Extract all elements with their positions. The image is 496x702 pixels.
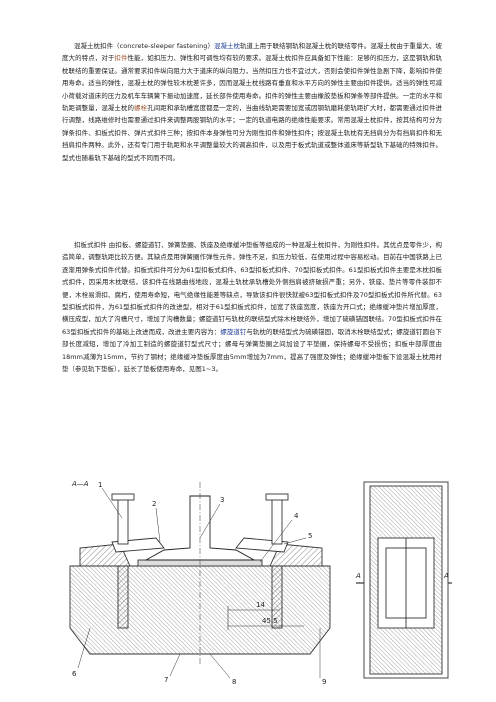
part-number-9: 9 bbox=[322, 678, 326, 686]
section-label: A—A bbox=[71, 480, 89, 488]
dimension-14: 14 bbox=[256, 601, 265, 609]
paragraph-fastening-overview: 混凝土枕扣件（concrete-sleeper fastening）混凝土枕轨道… bbox=[62, 40, 442, 164]
part-number-3: 3 bbox=[220, 496, 224, 504]
text-segment: 扣板式扣件 由扣板、螺旋道钉、弹簧垫圈、铁座及绝缘缓冲垫板等组成的一种混凝土枕扣… bbox=[62, 241, 442, 336]
text-segment: 孔间距和承轨槽宽度都是一定的，当曲线轨距需要加宽或因钢轨磨耗使轨距扩大时，都需要… bbox=[62, 104, 442, 162]
part-number-6: 6 bbox=[72, 670, 77, 678]
link-bolt[interactable]: 螺栓 bbox=[134, 104, 148, 113]
part-number-2: 2 bbox=[152, 500, 156, 508]
part-number-8: 8 bbox=[232, 678, 236, 686]
link-fastening[interactable]: 扣件 bbox=[114, 54, 128, 63]
text-segment: 与轨枕的联结型式为硫磺锚固，取消木栓联结型式；螺旋道钉圆台下部长度减短，增加了冷… bbox=[62, 327, 442, 374]
fastening-drawing: A—A bbox=[60, 478, 452, 686]
text-segment: 性能，如扣压力、弹性和可调性均有较的要求。混凝土枕扣件应具备如下性能：足够的扣压… bbox=[62, 54, 442, 113]
section-marker-a-left: A bbox=[355, 572, 361, 580]
part-number-1: 1 bbox=[98, 481, 102, 489]
part-number-5: 5 bbox=[308, 532, 312, 540]
term-lead: 混凝土枕扣件（concrete-sleeper fastening） bbox=[74, 42, 214, 50]
link-concrete-sleeper[interactable]: 混凝土枕 bbox=[213, 42, 241, 50]
dimension-lines bbox=[227, 606, 304, 630]
text-segment: 轨道上用于联结钢轨和混凝土枕的联结零件。混凝土枕由于重量大、坡度大的特点，对于 bbox=[62, 42, 442, 63]
link-screw-spike[interactable]: 螺旋道钉 bbox=[220, 327, 247, 336]
plan-view bbox=[356, 481, 452, 679]
dimension-45-5: 45.5 bbox=[262, 617, 278, 625]
paragraph-clip-plate-fastening: 扣板式扣件 由扣板、螺旋道钉、弹簧垫圈、铁座及绝缘缓冲垫板等组成的一种混凝土枕扣… bbox=[62, 239, 442, 375]
section-marker-a-right: A bbox=[443, 572, 449, 580]
cross-section-view bbox=[69, 482, 331, 664]
part-number-7: 7 bbox=[164, 676, 168, 684]
part-leaders bbox=[77, 487, 321, 679]
part-number-4: 4 bbox=[294, 512, 299, 520]
